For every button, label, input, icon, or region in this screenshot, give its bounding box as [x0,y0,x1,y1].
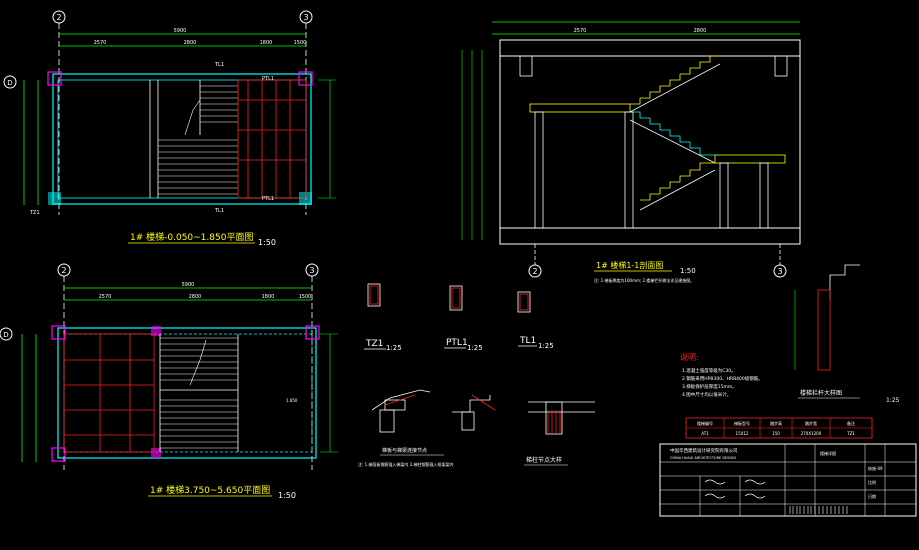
stair-schedule-table: 楼梯编号 梯板型号 踏步高 踏步宽 备注 AT1 15X12 150 270X1… [685,417,873,439]
svg-text:备注: 备注 [847,420,855,426]
svg-text:踏步高: 踏步高 [770,420,782,426]
svg-text:2: 2 [56,13,61,22]
svg-text:TZ1: TZ1 [365,339,383,349]
plan-bottom-scale: 1:50 [278,491,296,500]
axis-bubble-d-bottom: D [0,327,13,341]
axis-bubble-3-top: 3 [299,10,313,24]
svg-text:楼梯编号: 楼梯编号 [697,420,713,426]
dim-bottom-1: 2570 [99,294,112,300]
svg-text:1.850: 1.850 [286,398,298,403]
stair-treads-top [158,85,238,195]
note-line-3: 3.梯板保护层厚度15mm。 [682,383,737,390]
svg-text:150: 150 [772,431,780,436]
section-scale: 1:50 [680,267,696,275]
axis-bubble-d-top: D [3,75,17,89]
svg-text:踏步宽: 踏步宽 [805,420,817,426]
dim-bottom-3: 1800 [262,294,275,300]
dim-bottom-2: 2800 [189,294,202,300]
dim-bottom-4: 1500 [299,294,312,300]
stair-railing-detail: 楼梯栏杆大样图 1:25 [794,264,900,404]
detail-ptl1: PTL1 1:25 [444,285,483,352]
axis-bubble-3-bottom: 3 [305,263,319,277]
note-line-4: 4.图中尺寸均以毫米计。 [682,391,731,398]
axis-bubble-2-top: 2 [52,10,66,24]
svg-text:TZ1: TZ1 [846,431,855,436]
title-block[interactable]: 中国华西建筑设计研究院有限公司 CHINA HUAXI ARCHITECTURE… [659,443,917,517]
svg-text:D: D [7,79,12,87]
detail-node-c: 梯柱节点大样 [524,401,595,466]
details-bottom-note: 注: 1.梯段板钢筋锚入梯梁内 2.梯柱钢筋锚入框架梁内 [358,461,454,467]
section-title: 1# 楼梯1-1剖面图 [596,260,663,270]
dim-top-2: 2800 [184,40,197,46]
dim-total-top: 5900 [174,28,187,34]
detail-node-b [452,394,496,431]
beam-label-ptl1-a: PTL1 [262,76,274,82]
drawing-name: 楼梯详图 [820,450,836,456]
svg-text:TL1: TL1 [519,336,536,346]
section-axis-2: 2 [528,264,542,278]
beam-label-ptl1-b: PTL1 [262,196,274,202]
section-axis-3: 3 [773,264,787,278]
dim-top-3: 1800 [260,40,273,46]
plan-top-title: 1# 楼梯-0.050~1.850平面图 [130,231,253,243]
svg-text:楼梯栏杆大样图: 楼梯栏杆大样图 [800,389,842,397]
svg-text:3: 3 [309,266,314,275]
signature-4 [744,493,766,499]
plan-top: 2 3 D 5900 2570 2800 1800 1500 [3,10,336,247]
company-name-en: CHINA HUAXI ARCHITECTURE DESIGN [670,456,736,460]
svg-text:1:25: 1:25 [538,342,554,350]
note-line-2: 2.钢筋采用HPB300、HRB400级钢筋。 [682,375,763,382]
detail-node-a: 梯板与梯梁连接节点 [371,389,444,456]
beam-label-tz1-a: TZ1 [29,210,40,216]
svg-text:1:25: 1:25 [467,344,483,352]
detail-tz1: TZ1 1:25 [364,283,402,352]
scale-label: 比例 [868,479,876,485]
svg-text:2: 2 [61,266,66,275]
dim-top-1: 2570 [94,40,107,46]
svg-text:2: 2 [532,267,537,276]
svg-text:AT1: AT1 [701,431,709,436]
svg-text:1:25: 1:25 [386,344,402,352]
svg-text:270X1200: 270X1200 [801,431,822,436]
dim-top-4: 1500 [294,40,307,46]
detail-tl1: TL1 1:25 [517,291,554,350]
section-view: 2570 2800 2 [461,21,801,283]
stair-treads-bottom [160,337,238,449]
section-dim-1: 2570 [574,28,587,34]
svg-text:3: 3 [777,267,782,276]
beam-label-tl1-b: TL1 [214,208,224,214]
svg-text:D: D [3,331,8,339]
plan-bottom: 2 3 D 5900 2570 2800 1800 1500 [0,263,338,500]
signature-2 [704,493,726,499]
note-line-1: 1.混凝土强度等级为C30。 [682,367,736,374]
axis-bubble-2-bottom: 2 [57,263,71,277]
svg-text:15X12: 15X12 [736,431,749,436]
plan-bottom-title: 1# 楼梯3.750~5.650平面图 [150,484,270,496]
svg-text:梯板型号: 梯板型号 [734,420,750,426]
svg-text:PTL1: PTL1 [446,338,468,348]
svg-text:3: 3 [303,13,308,22]
drawing-number: 结施-09 [868,465,883,471]
notes-heading: 说明: [680,352,699,362]
beam-label-tl1-a: TL1 [214,62,224,68]
section-note: 注: 1.梯板厚度为100mm; 2.楼梯栏杆做法详见建施图。 [594,277,694,283]
company-name: 中国华西建筑设计研究院有限公司 [670,447,738,454]
signature-1 [704,479,726,485]
svg-text:1:25: 1:25 [886,397,900,404]
plan-top-scale: 1:50 [258,238,276,247]
svg-text:梯板与梯梁连接节点: 梯板与梯梁连接节点 [382,447,427,454]
signature-3 [744,479,766,485]
date-label: 日期 [868,493,876,499]
barcode [789,506,848,514]
dim-total-bottom: 5900 [182,282,195,288]
section-dim-2: 2800 [694,28,707,34]
general-notes: 说明: 1.混凝土强度等级为C30。 2.钢筋采用HPB300、HRB400级钢… [680,352,763,398]
svg-text:梯柱节点大样: 梯柱节点大样 [526,456,562,464]
